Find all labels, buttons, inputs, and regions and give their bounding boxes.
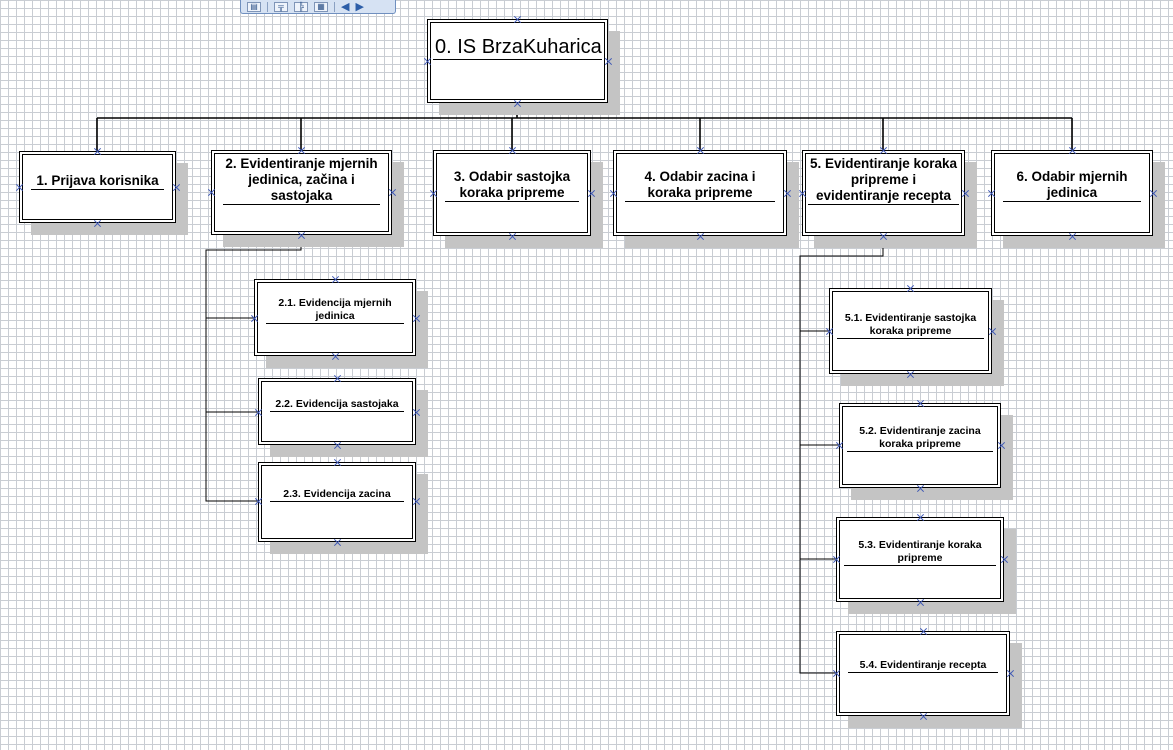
connection-point[interactable] [697,147,704,154]
org-chart-toolbar: ▤ ╦ ╠ ▦ ◀ ▶ [240,0,396,14]
root-node-label: 0. IS BrzaKuharica [433,23,602,60]
node-5-2[interactable]: 5.2. Evidentiranje zacina koraka priprem… [839,403,1001,488]
connection-point[interactable] [880,233,887,240]
connection-point[interactable] [334,442,341,449]
connection-point[interactable] [988,190,995,197]
node-2-label: 2. Evidentiranje mjernih jedinica, začin… [223,154,380,205]
connection-point[interactable] [1150,190,1157,197]
connection-point[interactable] [389,189,396,196]
connection-point[interactable] [1069,147,1076,154]
connection-point[interactable] [1069,233,1076,240]
node-5[interactable]: 5. Evidentiranje koraka pripreme i evide… [802,150,965,236]
connection-point[interactable] [298,232,305,239]
connection-point[interactable] [917,599,924,606]
connection-point[interactable] [334,459,341,466]
node-5-1-label: 5.1. Evidentiranje sastojka koraka pripr… [837,292,984,339]
node-2[interactable]: 2. Evidentiranje mjernih jedinica, začin… [211,150,392,235]
connection-point[interactable] [413,409,420,416]
connection-point[interactable] [907,285,914,292]
node-2-2-label: 2.2. Evidencija sastojaka [270,382,404,412]
connector-line [205,234,302,502]
connection-point[interactable] [16,184,23,191]
connection-point[interactable] [610,190,617,197]
connection-point[interactable] [836,442,843,449]
connection-point[interactable] [255,409,262,416]
node-5-label: 5. Evidentiranje koraka pripreme i evide… [808,156,959,205]
connection-point[interactable] [1007,670,1014,677]
connection-point[interactable] [251,315,258,322]
connection-point[interactable] [917,400,924,407]
node-2-1-label: 2.1. Evidencija mjernih jedinica [266,283,404,324]
node-1-label: 1. Prijava korisnika [31,155,164,190]
node-5-4[interactable]: 5.4. Evidentiranje recepta [836,631,1010,716]
connection-point[interactable] [413,498,420,505]
node-6-label: 6. Odabir mjernih jedinica [1003,154,1141,202]
connection-point[interactable] [826,328,833,335]
toolbar-separator [334,1,335,12]
connection-point[interactable] [514,16,521,23]
connection-point[interactable] [514,100,521,107]
connection-point[interactable] [208,189,215,196]
connection-point[interactable] [332,276,339,283]
node-3[interactable]: 3. Odabir sastojka koraka pripreme [433,150,591,236]
node-2-3-label: 2.3. Evidencija zacina [270,466,404,502]
connection-point[interactable] [917,485,924,492]
connection-point[interactable] [962,190,969,197]
connection-point[interactable] [920,628,927,635]
node-4-label: 4. Odabir zacina i koraka pripreme [625,154,775,202]
connection-point[interactable] [588,190,595,197]
connection-point[interactable] [998,442,1005,449]
connection-point[interactable] [509,233,516,240]
node-5-4-label: 5.4. Evidentiranje recepta [848,635,998,673]
arrow-left-icon[interactable]: ◀ [341,0,350,13]
connection-point[interactable] [1001,556,1008,563]
connection-point[interactable] [784,190,791,197]
node-5-1[interactable]: 5.1. Evidentiranje sastojka koraka pripr… [829,288,992,374]
connection-point[interactable] [989,328,996,335]
side-by-side-icon[interactable]: ╠ [294,1,308,12]
node-5-3[interactable]: 5.3. Evidentiranje koraka pripreme [836,517,1004,602]
connection-point[interactable] [605,58,612,65]
layout-icon[interactable]: ▤ [247,1,261,12]
connection-point[interactable] [94,148,101,155]
node-2-2[interactable]: 2.2. Evidencija sastojaka [258,378,416,445]
connection-point[interactable] [697,233,704,240]
connection-point[interactable] [833,556,840,563]
node-5-3-label: 5.3. Evidentiranje koraka pripreme [844,521,996,566]
connection-point[interactable] [298,147,305,154]
connection-point[interactable] [413,315,420,322]
connection-point[interactable] [334,539,341,546]
connection-point[interactable] [332,353,339,360]
node-5-2-label: 5.2. Evidentiranje zacina koraka priprem… [847,407,993,452]
toolbar-separator [267,1,268,12]
connection-point[interactable] [920,713,927,720]
node-2-1[interactable]: 2.1. Evidencija mjernih jedinica [254,279,416,356]
connection-point[interactable] [334,375,341,382]
node-4[interactable]: 4. Odabir zacina i koraka pripreme [613,150,787,236]
org-chart-icon[interactable]: ╦ [274,1,288,12]
connection-point[interactable] [255,498,262,505]
node-6[interactable]: 6. Odabir mjernih jedinica [991,150,1153,236]
connection-point[interactable] [94,220,101,227]
connection-point[interactable] [430,190,437,197]
arrow-right-icon[interactable]: ▶ [355,0,364,13]
connection-point[interactable] [917,514,924,521]
connection-point[interactable] [880,147,887,154]
node-2-3[interactable]: 2.3. Evidencija zacina [258,462,416,542]
connection-point[interactable] [173,184,180,191]
root-node[interactable]: 0. IS BrzaKuharica [427,19,608,103]
connection-point[interactable] [799,190,806,197]
connection-point[interactable] [833,670,840,677]
node-3-label: 3. Odabir sastojka koraka pripreme [445,154,579,202]
node-1[interactable]: 1. Prijava korisnika [19,151,176,223]
connection-point[interactable] [509,147,516,154]
connection-point[interactable] [907,371,914,378]
connection-point[interactable] [424,58,431,65]
grid-layout-icon[interactable]: ▦ [314,1,328,12]
